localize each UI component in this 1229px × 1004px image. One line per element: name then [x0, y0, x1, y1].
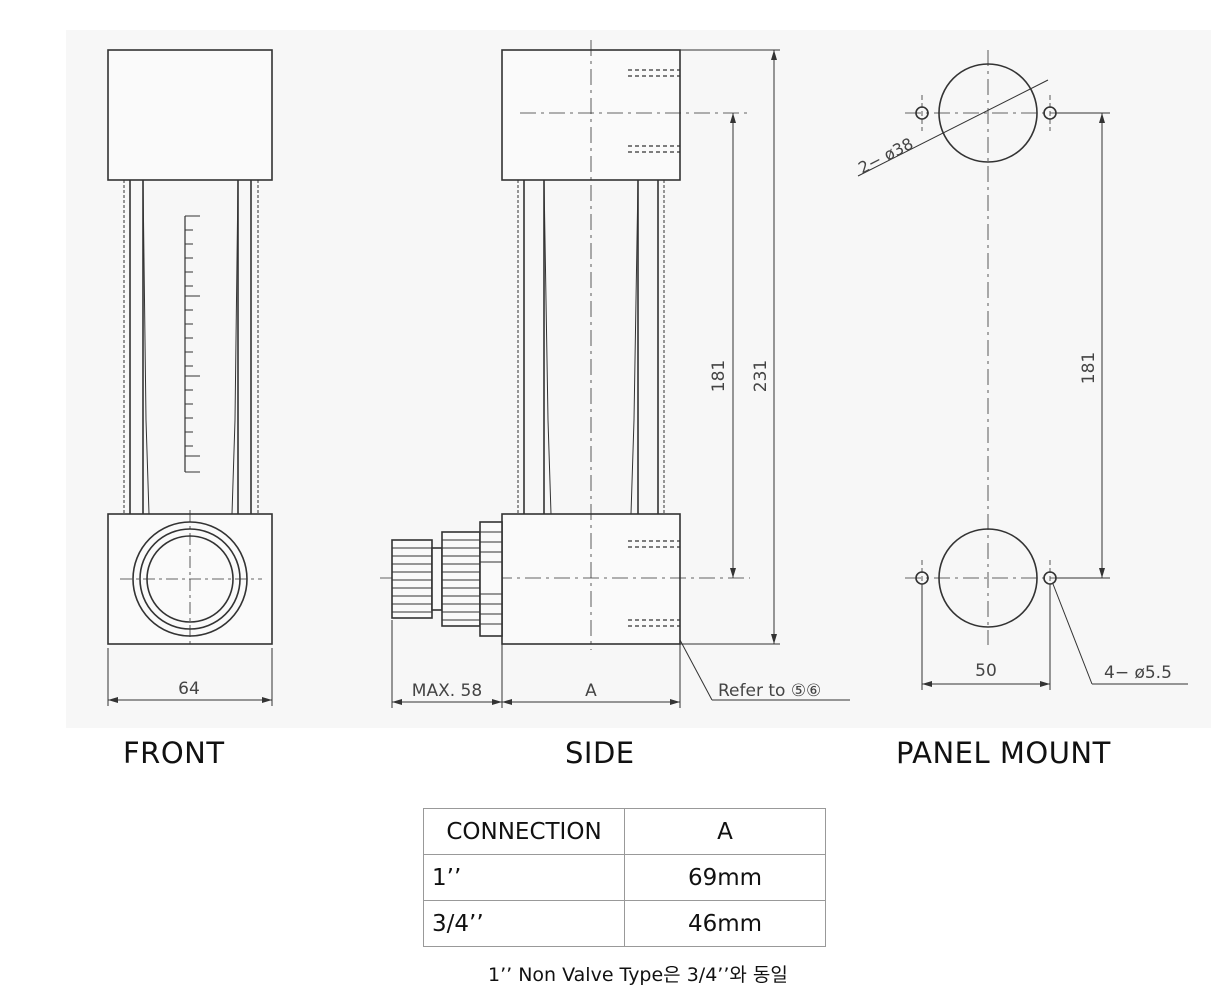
table-header-connection: CONNECTION: [423, 808, 625, 855]
table-cell-a: 69mm: [624, 854, 826, 901]
side-view-label: SIDE: [565, 736, 635, 770]
panel-dimension-50: 50: [975, 661, 997, 681]
table-row: 1’’ 69mm: [423, 854, 826, 901]
panel-mount-view-label: PANEL MOUNT: [896, 736, 1111, 770]
side-dimension-231: 231: [751, 360, 771, 392]
front-view: [107, 49, 273, 706]
panel-dimension-181: 181: [1079, 352, 1099, 384]
connection-table: CONNECTION A 1’’ 69mm 3/4’’ 46mm: [423, 808, 826, 947]
side-refer-note: Refer to ⑤⑥: [718, 681, 821, 701]
table-cell-connection: 1’’: [423, 854, 625, 901]
table-cell-connection: 3/4’’: [423, 900, 625, 947]
technical-drawing: 64: [107, 40, 1188, 708]
side-dimension-181: 181: [709, 360, 729, 392]
front-dimension-width: 64: [178, 679, 200, 699]
side-view: [380, 40, 850, 708]
panel-mount-view: [857, 50, 1188, 690]
side-dimension-max: MAX. 58: [412, 681, 482, 701]
table-footnote: 1’’ Non Valve Type은 3/4’’와 동일: [488, 964, 788, 986]
table-header-row: CONNECTION A: [423, 808, 826, 855]
table-header-a: A: [624, 808, 826, 855]
table-row: 3/4’’ 46mm: [423, 900, 826, 947]
table-cell-a: 46mm: [624, 900, 826, 947]
front-view-label: FRONT: [123, 736, 225, 770]
side-dimension-a: A: [585, 681, 597, 701]
panel-dimension-holes-small: 4− ø5.5: [1104, 663, 1172, 683]
